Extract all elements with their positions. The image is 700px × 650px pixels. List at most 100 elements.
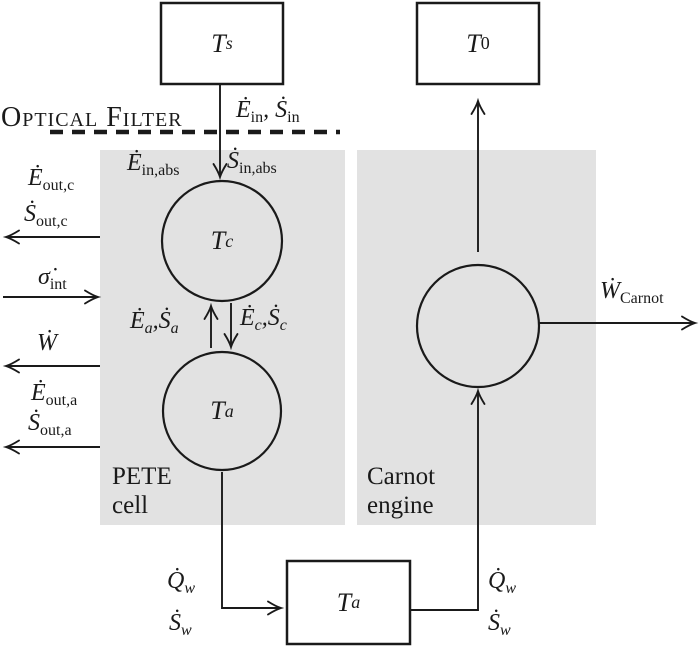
arrow-shafts — [3, 84, 693, 611]
e-dot-symbol: Ė — [130, 308, 145, 334]
t-symbol: T — [210, 226, 226, 255]
arrowhead-left-out-a — [2, 439, 20, 455]
cathode-node-circle — [160, 179, 284, 303]
t-subscript: c — [225, 230, 234, 251]
s-dot-symbol: Ṡ — [169, 610, 181, 636]
flow-label-e-out-a: Ėout,a — [31, 380, 78, 410]
ambient-reservoir-box — [415, 1, 541, 86]
flow-label-work-carnot: ẆCarnot — [600, 278, 664, 308]
q-dot-symbol: Q̇ — [488, 568, 506, 594]
flow-label-s-out-c: Ṡout,c — [24, 201, 68, 231]
w-dot-symbol: Ẇ — [600, 278, 620, 304]
flow-label-e-in-abs: Ėin,abs — [127, 150, 180, 180]
anode-node-circle — [161, 350, 283, 472]
subscript: int — [49, 276, 67, 293]
e-subscript: in — [250, 109, 264, 126]
t-symbol: T — [210, 396, 225, 425]
optical-filter-label: Optical Filter — [1, 102, 183, 133]
flow-label-s-in-abs: Ṡin,abs — [227, 148, 277, 178]
s-subscript: a — [170, 320, 179, 337]
t-subscript: s — [225, 33, 233, 53]
w-dot-symbol: Ẇ — [37, 330, 57, 356]
subscript: in,abs — [239, 160, 277, 177]
arrow-anode-to-box — [221, 472, 279, 609]
t-symbol: T — [336, 587, 352, 617]
arrowhead-left-work — [2, 358, 20, 374]
flow-label-s-out-a: Ṡout,a — [28, 410, 72, 440]
arrowhead-right-into-box — [267, 600, 285, 616]
arrowhead-right-work-carnot — [681, 315, 699, 331]
s-dot-symbol: Ṡ — [24, 201, 36, 227]
separator: , — [152, 308, 159, 334]
t-subscript: 0 — [480, 33, 490, 53]
flow-label-e-c-s-c: Ėc,Ṡc — [240, 305, 287, 335]
flow-label-q-w-right: Q̇w — [488, 568, 517, 598]
flow-label-e-in-s-in: Ėin, Ṡin — [236, 97, 300, 127]
s-dot-symbol: Ṡ — [158, 308, 171, 334]
subscript: w — [184, 580, 196, 597]
arrow-box-to-carnot — [410, 394, 479, 611]
q-dot-symbol: Q̇ — [167, 568, 185, 594]
subscript: out,c — [36, 213, 68, 230]
subscript: w — [181, 622, 192, 639]
s-dot-symbol: Ṡ — [488, 610, 500, 636]
sun-reservoir-box — [159, 1, 285, 86]
arrow-heads — [2, 97, 699, 616]
subscript: in,abs — [141, 162, 180, 179]
arrowhead-down-cathode — [223, 333, 239, 351]
arrowhead-up-to-ambient — [470, 97, 486, 115]
flow-label-e-a-s-a: Ėa,Ṡa — [130, 308, 179, 338]
caption-line-2: engine — [367, 491, 434, 519]
caption-line-2: cell — [112, 491, 149, 519]
s-subscript: c — [279, 317, 287, 334]
carnot-node-circle — [415, 263, 541, 389]
flow-label-sigma-int: σ̇int — [38, 264, 67, 294]
arrowhead-up-anode — [203, 302, 219, 320]
s-dot-symbol: Ṡ — [275, 97, 288, 123]
t-symbol: T — [211, 28, 226, 58]
caption-line-1: PETE — [112, 463, 172, 490]
e-dot-symbol: Ė — [236, 97, 251, 123]
arrowhead-down-sun — [212, 163, 228, 181]
arrowhead-right-sigma — [84, 289, 102, 305]
s-dot-symbol: Ṡ — [227, 148, 239, 174]
flow-label-e-out-c: Ėout,c — [28, 165, 75, 195]
anode-reservoir-box — [285, 559, 412, 646]
e-dot-symbol: Ė — [127, 150, 142, 176]
flow-label-s-w-left: Ṡw — [169, 610, 192, 640]
s-subscript: in — [287, 109, 300, 126]
subscript: Carnot — [620, 290, 664, 307]
s-dot-symbol: Ṡ — [267, 305, 280, 331]
arrowhead-up-into-carnot — [470, 387, 486, 405]
t-subscript: a — [351, 592, 361, 612]
separator: , — [261, 305, 268, 331]
arrowhead-left-out-c — [2, 229, 20, 245]
subscript: w — [505, 580, 517, 597]
flow-label-s-w-right: Ṡw — [488, 610, 511, 640]
t-symbol: T — [466, 28, 481, 58]
flow-label-work: Ẇ — [37, 330, 57, 356]
s-dot-symbol: Ṡ — [28, 410, 40, 436]
subscript: out,a — [40, 422, 72, 439]
flow-label-q-w-left: Q̇w — [167, 568, 196, 598]
carnot-engine-caption: Carnot engine — [367, 463, 435, 520]
e-dot-symbol: Ė — [28, 165, 43, 191]
e-subscript: c — [254, 317, 262, 334]
subscript: out,a — [45, 392, 78, 409]
caption-line-1: Carnot — [367, 463, 436, 490]
e-dot-symbol: Ė — [31, 380, 46, 406]
e-dot-symbol: Ė — [240, 305, 255, 331]
subscript: out,c — [42, 177, 75, 194]
subscript: w — [500, 622, 511, 639]
t-subscript: a — [224, 400, 234, 421]
pete-cell-caption: PETE cell — [112, 463, 172, 520]
e-subscript: a — [144, 320, 153, 337]
sigma-dot-symbol: σ̇ — [38, 264, 50, 290]
